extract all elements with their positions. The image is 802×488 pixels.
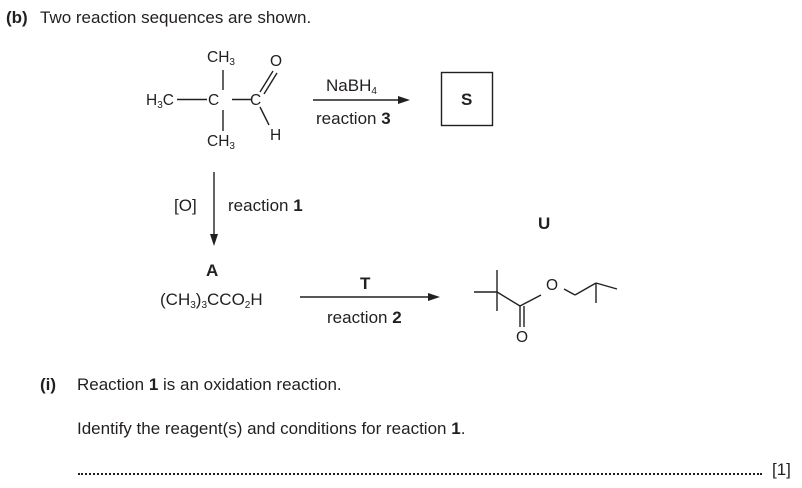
u-bond-5 [563,288,576,296]
answer-line[interactable] [78,473,762,475]
aldehyde-o: O [270,53,283,70]
u-bond-4 [519,294,542,307]
compound-u-label: U [538,214,551,233]
reaction-1-label: reaction 1 [228,196,303,215]
compound-a-label: A [206,261,219,280]
u-bond-6 [574,282,597,296]
arrowhead-reaction-3 [398,96,410,104]
nabh4-reagent: NaBH4 [326,76,377,97]
carbonyl-carbon: C [250,92,262,109]
carbonyl-oxygen: O [516,329,529,346]
ch3-bottom: CH3 [207,133,235,152]
oxidant-label: [O] [174,196,197,215]
reaction-2-label: reaction 2 [327,308,402,327]
bond-c-h [259,106,270,126]
h3c-group: H3C [146,92,174,111]
bond-co-double-2 [263,72,278,95]
ch3-top: CH3 [207,49,235,68]
reagent-t: T [360,274,371,293]
question-i-line2: Identify the reagent(s) and conditions f… [77,419,466,438]
part-label: (b) [6,8,28,27]
product-s-box [440,71,494,127]
question-i-line1: Reaction 1 is an oxidation reaction. [77,375,342,394]
ester-oxygen: O [546,277,559,294]
center-carbon: C [208,92,220,109]
question-i-label: (i) [40,375,57,394]
arrowhead-reaction-1 [210,234,218,246]
part-intro: Two reaction sequences are shown. [40,8,312,27]
compound-a-formula: (CH3)3CCO2H [160,290,263,311]
u-bond-3 [496,291,521,307]
arrowhead-reaction-2 [428,293,440,301]
product-s: S [461,90,473,109]
bond-co-double-1 [259,70,274,93]
u-bond-7 [595,282,618,290]
aldehyde-h: H [270,127,282,144]
marks: [1] [772,460,791,479]
reaction-3-label: reaction 3 [316,109,391,128]
